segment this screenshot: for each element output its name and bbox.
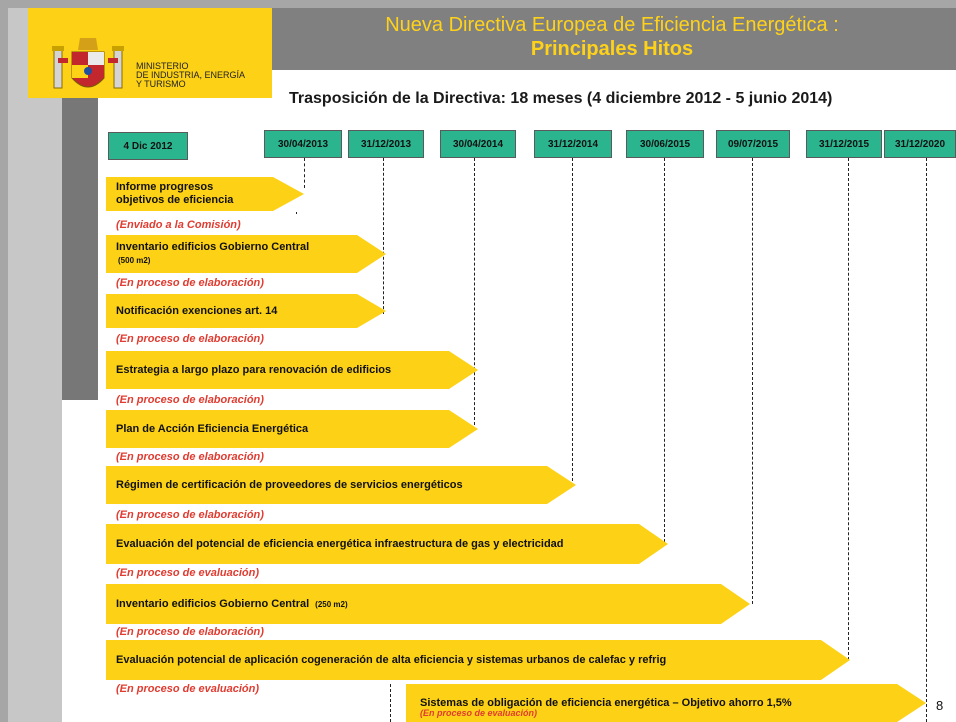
milestone-label-main: Inventario edificios Gobierno Central bbox=[116, 597, 310, 610]
arrow-shape bbox=[106, 466, 576, 504]
date-line bbox=[572, 158, 573, 486]
header-bar bbox=[272, 8, 956, 70]
ministry-line2: DE INDUSTRIA, ENERGÍA bbox=[136, 70, 246, 80]
milestone-status: (En proceso de evaluación) bbox=[420, 708, 538, 718]
ministry-name: MINISTERIO DE INDUSTRIA, ENERGÍA Y TURIS… bbox=[136, 62, 245, 89]
milestone-label: Régimen de certificación de proveedores … bbox=[116, 478, 463, 491]
subtitle: Trasposición de la Directiva: 18 meses (… bbox=[289, 90, 833, 107]
arrow-shape bbox=[106, 235, 386, 273]
milestone-label: Inventario edificios Gobierno Central (5… bbox=[116, 235, 309, 273]
milestone-arrow: Inventario edificios Gobierno Central (5… bbox=[106, 235, 386, 273]
arrow-shape bbox=[406, 684, 926, 722]
date-line bbox=[752, 158, 753, 604]
milestone-arrow: Notificación exenciones art. 14 bbox=[106, 294, 386, 328]
milestone-arrow: Sistemas de obligación de eficiencia ene… bbox=[406, 684, 926, 722]
side-white-band bbox=[62, 400, 98, 722]
date-box: 30/06/2015 bbox=[626, 130, 704, 158]
date-box: 31/12/2013 bbox=[348, 130, 424, 158]
date-line bbox=[848, 158, 849, 660]
milestone-status: (En proceso de elaboración) bbox=[116, 333, 264, 345]
date-box: 30/04/2014 bbox=[440, 130, 516, 158]
ministry-line1: MINISTERIO bbox=[136, 61, 189, 71]
milestone-status: (En proceso de elaboración) bbox=[116, 626, 264, 638]
date-line bbox=[664, 158, 665, 542]
milestone-label-line1: Informe progresos bbox=[116, 181, 214, 193]
milestone-label: Evaluación potencial de aplicación cogen… bbox=[116, 653, 667, 666]
milestone-arrow: Régimen de certificación de proveedores … bbox=[106, 466, 576, 504]
milestone-status: (En proceso de evaluación) bbox=[116, 683, 260, 695]
date-box: 09/07/2015 bbox=[716, 130, 790, 158]
milestone-label: Informe progresos objetivos de eficienci… bbox=[116, 177, 233, 211]
date-box: 31/12/2020 bbox=[884, 130, 956, 158]
date-box: 31/12/2015 bbox=[806, 130, 882, 158]
arrow-shape bbox=[106, 584, 750, 624]
frame-top bbox=[0, 0, 956, 8]
milestone-label-line1: Inventario edificios Gobierno Central bbox=[116, 241, 310, 253]
milestone-arrow: Inventario edificios Gobierno Central (2… bbox=[106, 584, 750, 624]
milestone-label: Evaluación del potencial de eficiencia e… bbox=[116, 537, 564, 550]
page-title: Nueva Directiva Europea de Eficiencia En… bbox=[385, 14, 839, 36]
page-number: 8 bbox=[936, 698, 944, 713]
milestone-status: (En proceso de elaboración) bbox=[116, 509, 264, 521]
arrow-shape bbox=[106, 640, 850, 680]
milestone-label: Plan de Acción Eficiencia Energética bbox=[116, 422, 309, 435]
coat-of-arms-icon bbox=[52, 38, 124, 89]
arrow-shape bbox=[106, 177, 304, 211]
date-box: 30/04/2013 bbox=[264, 130, 342, 158]
milestone-label: Inventario edificios Gobierno Central (2… bbox=[116, 584, 348, 624]
milestone-status: (Enviado a la Comisión) bbox=[116, 219, 241, 231]
milestone-arrow: Evaluación potencial de aplicación cogen… bbox=[106, 640, 850, 680]
milestone-status: (En proceso de elaboración) bbox=[116, 394, 264, 406]
milestone-label-small: (500 m2) bbox=[118, 256, 151, 265]
frame-left bbox=[0, 0, 8, 722]
milestone-label: Sistemas de obligación de eficiencia ene… bbox=[420, 696, 792, 709]
milestone-arrow: Evaluación del potencial de eficiencia e… bbox=[106, 524, 668, 564]
date-box: 31/12/2014 bbox=[534, 130, 612, 158]
date-line bbox=[474, 158, 475, 430]
milestone-status: (En proceso de evaluación) bbox=[116, 567, 260, 579]
date-line bbox=[304, 158, 305, 188]
arrow-shape bbox=[106, 410, 478, 448]
side-strip bbox=[8, 8, 62, 722]
milestone-label: Notificación exenciones art. 14 bbox=[116, 304, 278, 317]
milestone-label-small: (250 m2) bbox=[315, 599, 348, 609]
milestone-arrow: Informe progresos objetivos de eficienci… bbox=[106, 177, 304, 211]
milestone-arrow: Estrategia a largo plazo para renovación… bbox=[106, 351, 478, 389]
ministry-line3: Y TURISMO bbox=[136, 79, 186, 89]
date-box: 4 Dic 2012 bbox=[108, 132, 188, 160]
arrow-shape bbox=[106, 294, 386, 328]
date-line bbox=[390, 684, 391, 722]
date-line bbox=[926, 158, 927, 722]
arrow-shape bbox=[106, 524, 668, 564]
milestone-arrow: Plan de Acción Eficiencia Energética bbox=[106, 410, 478, 448]
logo-box bbox=[28, 8, 272, 98]
milestone-label: Estrategia a largo plazo para renovación… bbox=[116, 363, 392, 376]
page-title-sub: Principales Hitos bbox=[530, 38, 694, 60]
side-gray-block bbox=[62, 96, 98, 400]
milestone-status: (En proceso de elaboración) bbox=[116, 277, 264, 289]
milestone-label-line2: objetivos de eficiencia bbox=[116, 194, 234, 206]
date-line bbox=[383, 158, 384, 314]
date-line bbox=[296, 212, 297, 214]
milestone-status: (En proceso de elaboración) bbox=[116, 451, 264, 463]
arrow-shape bbox=[106, 351, 478, 389]
